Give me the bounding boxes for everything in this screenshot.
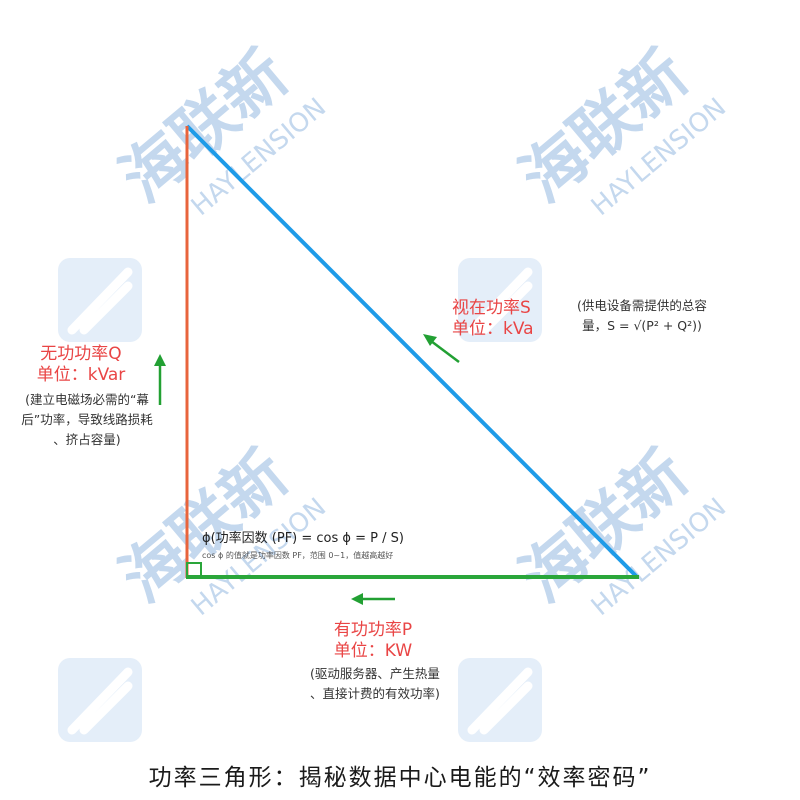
apparent-power-note-line: (供电设备需提供的总容 [577, 298, 707, 313]
power-factor-formula: ϕ(功率因数 (PF) = cos ϕ = P / S) [202, 531, 404, 546]
reactive-power-title: 无功功率Q [40, 344, 122, 364]
active-power-note: (驱动服务器、产生热量 、直接计费的有效功率) [290, 664, 460, 704]
right-angle-marker [186, 562, 202, 578]
arrow-left-icon [351, 593, 395, 605]
active-power-title: 有功功率P [333, 620, 413, 640]
power-factor-description: cos ϕ 的值就是功率因数 PF，范围 0~1，值越高越好 [202, 551, 394, 560]
power-factor-text: ϕ(功率因数 (PF) = cos ϕ = P / S) cos ϕ 的值就是功… [202, 527, 404, 561]
apparent-power-title: 视在功率S [452, 298, 531, 318]
reactive-power-unit: 单位：kVar [36, 365, 126, 385]
arrow-up-icon [154, 354, 166, 405]
active-power-note-line: (驱动服务器、产生热量 [310, 666, 440, 681]
apparent-power-note: (供电设备需提供的总容 量，S = √(P² + Q²)) [562, 296, 722, 336]
active-power-note-line: 、直接计费的有效功率) [310, 686, 440, 701]
watermark-logo-icon [458, 658, 542, 742]
active-power-label: 有功功率P 单位：KW [318, 620, 428, 662]
apparent-power-label: 视在功率S 单位：kVa [452, 298, 534, 340]
reactive-power-note-line: (建立电磁场必需的“幕 [25, 392, 149, 407]
watermark-logo-icon [58, 658, 142, 742]
reactive-power-note: (建立电磁场必需的“幕 后”功率，导致线路损耗 、挤占容量) [7, 390, 167, 450]
apparent-power-note-line: 量，S = √(P² + Q²)) [582, 318, 702, 333]
apparent-power-unit: 单位：kVa [452, 319, 534, 339]
hypotenuse-apparent-power [185, 124, 639, 579]
arrow-up-left-icon [423, 334, 460, 363]
watermark-logo-icon [58, 258, 142, 342]
diagram-caption: 功率三角形：揭秘数据中心电能的“效率密码” [148, 765, 652, 791]
reactive-power-note-line: 后”功率，导致线路损耗 [21, 412, 153, 427]
active-power-unit: 单位：KW [333, 641, 413, 661]
reactive-power-label: 无功功率Q 单位：kVar [34, 344, 128, 386]
watermark-logo-icon [458, 258, 542, 342]
reactive-power-note-line: 、挤占容量) [53, 432, 121, 447]
